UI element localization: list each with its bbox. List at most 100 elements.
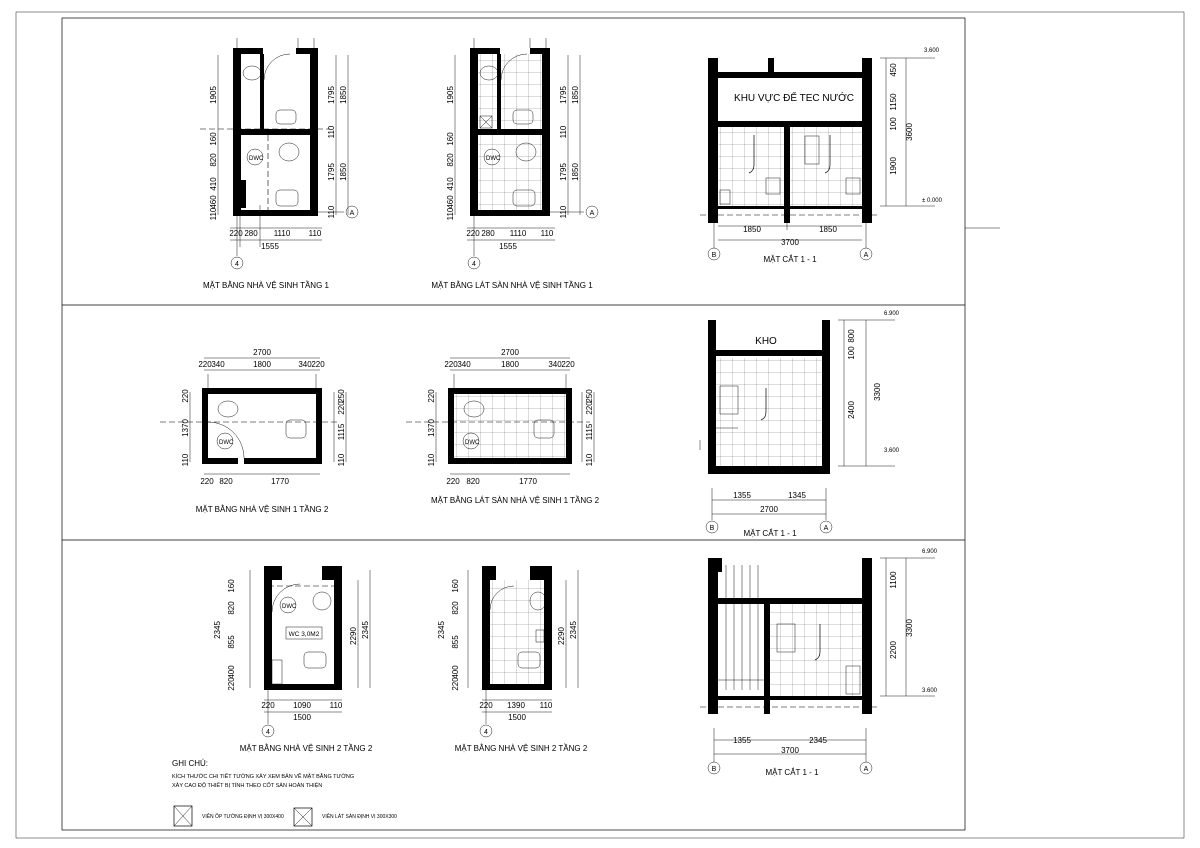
drawing-frame: [61, 17, 966, 831]
p3-dim-l2: 110: [181, 453, 190, 466]
section-3: [700, 557, 935, 762]
p5-dim-l4: 400: [227, 665, 236, 679]
s3-dim-b1: 2345: [809, 736, 827, 745]
plan-tiling-floor-1: [470, 48, 550, 216]
p3-dim-l0: 220: [181, 389, 190, 403]
title-p1: MẶT BẰNG NHÀ VỆ SINH TẦNG 1: [203, 280, 330, 290]
p4-dim-t1: 340: [457, 360, 471, 369]
p1-dim-r0: 1795: [327, 86, 336, 104]
p3-dim-t1: 340: [211, 360, 225, 369]
p4-dim-b1: 820: [466, 477, 480, 486]
legend-wall-tile: VIÊN ỐP TƯỜNG ĐỊNH VỊ 300X400: [202, 812, 284, 820]
p5-dim-l2: 2345: [213, 621, 222, 639]
p4-dim-r3: 110: [585, 453, 594, 466]
plan-tiling-toilet2-floor-2: [467, 566, 579, 713]
p1-dim-l3: 410: [209, 177, 218, 191]
p3-dim-t2: 1800: [253, 360, 271, 369]
p3-dim-t3: 340: [298, 360, 312, 369]
p1-dim-b2: 1110: [274, 229, 291, 238]
s1-dim-total-h: 3600: [905, 123, 914, 141]
grid-a-p2: A: [590, 210, 595, 217]
p5-dim-b2: 110: [330, 701, 343, 710]
p6-dim-r1: 2345: [569, 621, 578, 639]
p6-dim-l1: 820: [451, 601, 460, 615]
p3-dim-t4: 220: [311, 360, 325, 369]
s3-dim-total-h: 3300: [905, 619, 914, 637]
outer-border: [15, 11, 1185, 839]
title-s1: MẶT CẮT 1 - 1: [763, 255, 817, 264]
dwc-label-5: DWC: [282, 604, 297, 610]
s3-dim-total-w: 3700: [781, 746, 799, 755]
grid-bubbles-s3: [707, 761, 873, 775]
grid-bubble-4-p6: [479, 690, 493, 738]
grid-bubble-a-p1: [318, 205, 359, 219]
p5-dim-b1: 1090: [293, 701, 311, 710]
p1-dim-o1: 1850: [339, 163, 348, 181]
title-p2: MẶT BẰNG LÁT SÀN NHÀ VỆ SINH TẦNG 1: [431, 280, 593, 290]
s1-dim-total-w: 3700: [781, 238, 799, 247]
s1-dim-b1: 1850: [819, 225, 837, 234]
p6-dim-r0: 2290: [557, 627, 566, 645]
p3-dim-l1: 1370: [181, 419, 190, 437]
p2-dim-l4: 110: [446, 207, 455, 220]
s1-dim-r1: 1150: [889, 93, 898, 111]
p3-dim-top-total: 2700: [253, 348, 271, 357]
grid-bubble-a-p2: [550, 205, 599, 219]
title-p6: MẶT BẰNG NHÀ VỆ SINH 2 TẦNG 2: [455, 743, 588, 753]
grid-4-p6: 4: [484, 729, 488, 736]
p6-dim-b2: 110: [540, 701, 553, 710]
plan-toilet1-floor-2: [160, 357, 347, 475]
dwc-label-3: DWC: [219, 440, 234, 446]
grid-b-s2: B: [710, 525, 715, 532]
grid-a-s2: A: [824, 525, 829, 532]
section-2: [699, 319, 895, 520]
p2-dim-r3: 110: [559, 205, 568, 218]
s2-dim-total-w: 2700: [760, 505, 778, 514]
p1-dim-l2: 820: [209, 153, 218, 167]
p1-dim-o0: 1850: [339, 86, 348, 104]
p6-dim-l4: 400: [451, 665, 460, 679]
p3-dim-r3: 110: [337, 453, 346, 466]
grid-bubble-4-p1: [230, 216, 244, 270]
s2-level-bot: 3.600: [884, 448, 900, 454]
s2-dim-b1: 1345: [788, 491, 806, 500]
s3-level-bot: 3.600: [922, 688, 938, 694]
p3-dim-b2: 1770: [271, 477, 289, 486]
p6-dim-l2: 2345: [437, 621, 446, 639]
p5-dim-total: 1500: [293, 713, 311, 722]
s2-dim-r1: 100: [847, 346, 856, 360]
p5-dim-l0: 160: [227, 579, 236, 593]
p5-dim-l1: 820: [227, 601, 236, 615]
grid-4-p2: 4: [472, 261, 476, 268]
p1-dim-b3: 110: [309, 229, 322, 238]
p2-dim-l3: 410: [446, 177, 455, 191]
s1-dim-b0: 1850: [743, 225, 761, 234]
plan-tiling-toilet1-floor-2: [406, 357, 595, 475]
p2-dim-r1: 110: [559, 125, 568, 138]
grid-a-p1: A: [350, 210, 355, 217]
title-p5: MẶT BẰNG NHÀ VỆ SINH 2 TẦNG 2: [240, 743, 373, 753]
s2-dim-b0: 1355: [733, 491, 751, 500]
p2-dim-r2: 1795: [559, 163, 568, 181]
p4-dim-r2: 1115: [585, 423, 594, 440]
grid-bubble-4-p5: [261, 690, 275, 738]
p2-dim-b3: 110: [541, 229, 554, 238]
p5-dim-b0: 220: [261, 701, 275, 710]
grid-a-s3: A: [864, 766, 869, 773]
s3-level-top: 6.900: [922, 549, 938, 555]
legend-wall-tile-icon: [173, 805, 193, 827]
p3-dim-r1: 220: [337, 401, 346, 415]
p1-dim-r1: 110: [327, 125, 336, 138]
title-p4: MẶT BẰNG LÁT SÀN NHÀ VỆ SINH 1 TẦNG 2: [431, 495, 600, 505]
p6-dim-l5: 220: [451, 677, 460, 691]
dwc-label-2: DWC: [486, 156, 501, 162]
s2-dim-r2: 2400: [847, 401, 856, 419]
p2-dim-b1: 280: [481, 229, 495, 238]
dwc-label-4: DWC: [465, 440, 480, 446]
p5-dim-r1: 2345: [361, 621, 370, 639]
p3-dim-b1: 820: [219, 477, 233, 486]
p1-dim-r3: 110: [327, 205, 336, 218]
p1-dim-l0: 1905: [209, 86, 218, 104]
p4-dim-t4: 220: [561, 360, 575, 369]
p4-dim-t0: 220: [444, 360, 458, 369]
